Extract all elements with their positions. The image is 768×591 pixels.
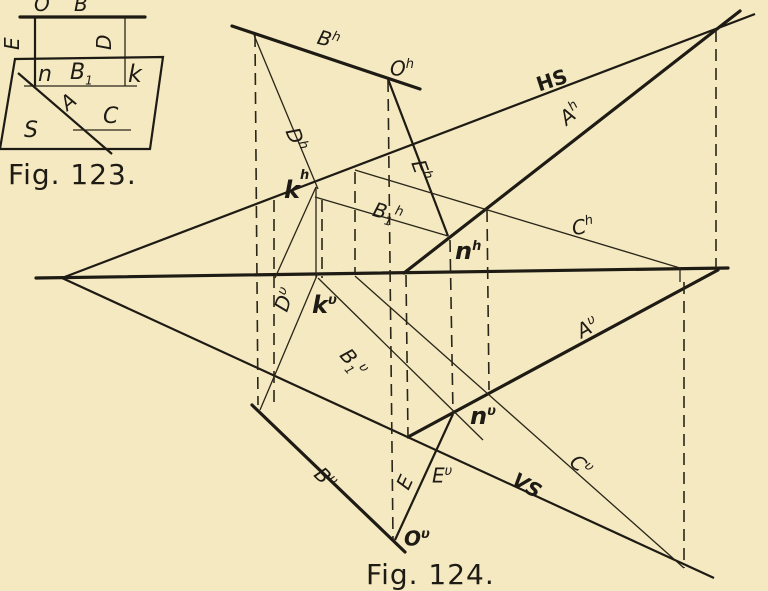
label-Oh-sup: h — [405, 57, 414, 72]
label-Oh: Oh — [390, 58, 414, 79]
fig123-lines — [0, 15, 165, 155]
fig123-label-B1-sub: 1 — [85, 73, 93, 88]
label-nh-sup: h — [472, 239, 482, 254]
label-kh-sup: h — [299, 168, 310, 183]
fig123-label-C: C — [103, 104, 119, 129]
fig123-label-S: S — [24, 118, 38, 143]
fig123-caption: Fig. 123. — [8, 158, 137, 191]
label-Eu-sup: υ — [444, 464, 453, 479]
fig124-dashed-projectors — [254, 30, 717, 568]
label-kh: kh — [284, 169, 309, 204]
fig124-caption: Fig. 124. — [366, 558, 495, 591]
label-nh-text: n — [455, 237, 473, 265]
fig123-label-B: B — [74, 0, 88, 16]
label-Ou: Oυ — [404, 528, 430, 549]
label-Oh-text: O — [390, 56, 406, 81]
label-nu: nυ — [470, 404, 496, 428]
label-nu-sup: υ — [487, 404, 496, 419]
label-Ou-text: O — [404, 526, 422, 551]
fig123-label-D: D — [92, 34, 116, 50]
fig123-label-O: O — [34, 0, 50, 16]
label-nu-text: n — [470, 402, 488, 430]
fig123-label-B1: B1 — [70, 60, 93, 88]
label-Ou-sup: υ — [421, 527, 430, 542]
fig123-label-B1-text: B — [70, 60, 86, 85]
fig123-label-n: n — [38, 62, 52, 87]
label-ku-sup: υ — [327, 293, 337, 308]
fig124-lines — [34, 9, 756, 579]
label-ku-text: k — [312, 291, 328, 319]
label-ku: kυ — [312, 293, 337, 317]
label-nh: nh — [455, 239, 481, 263]
fig123-label-E: E — [0, 37, 24, 50]
fig123-label-k: k — [128, 60, 142, 88]
label-Eu: Eυ — [432, 465, 452, 486]
label-kh-text: k — [284, 176, 300, 204]
label-Eu-text: E — [432, 463, 445, 488]
